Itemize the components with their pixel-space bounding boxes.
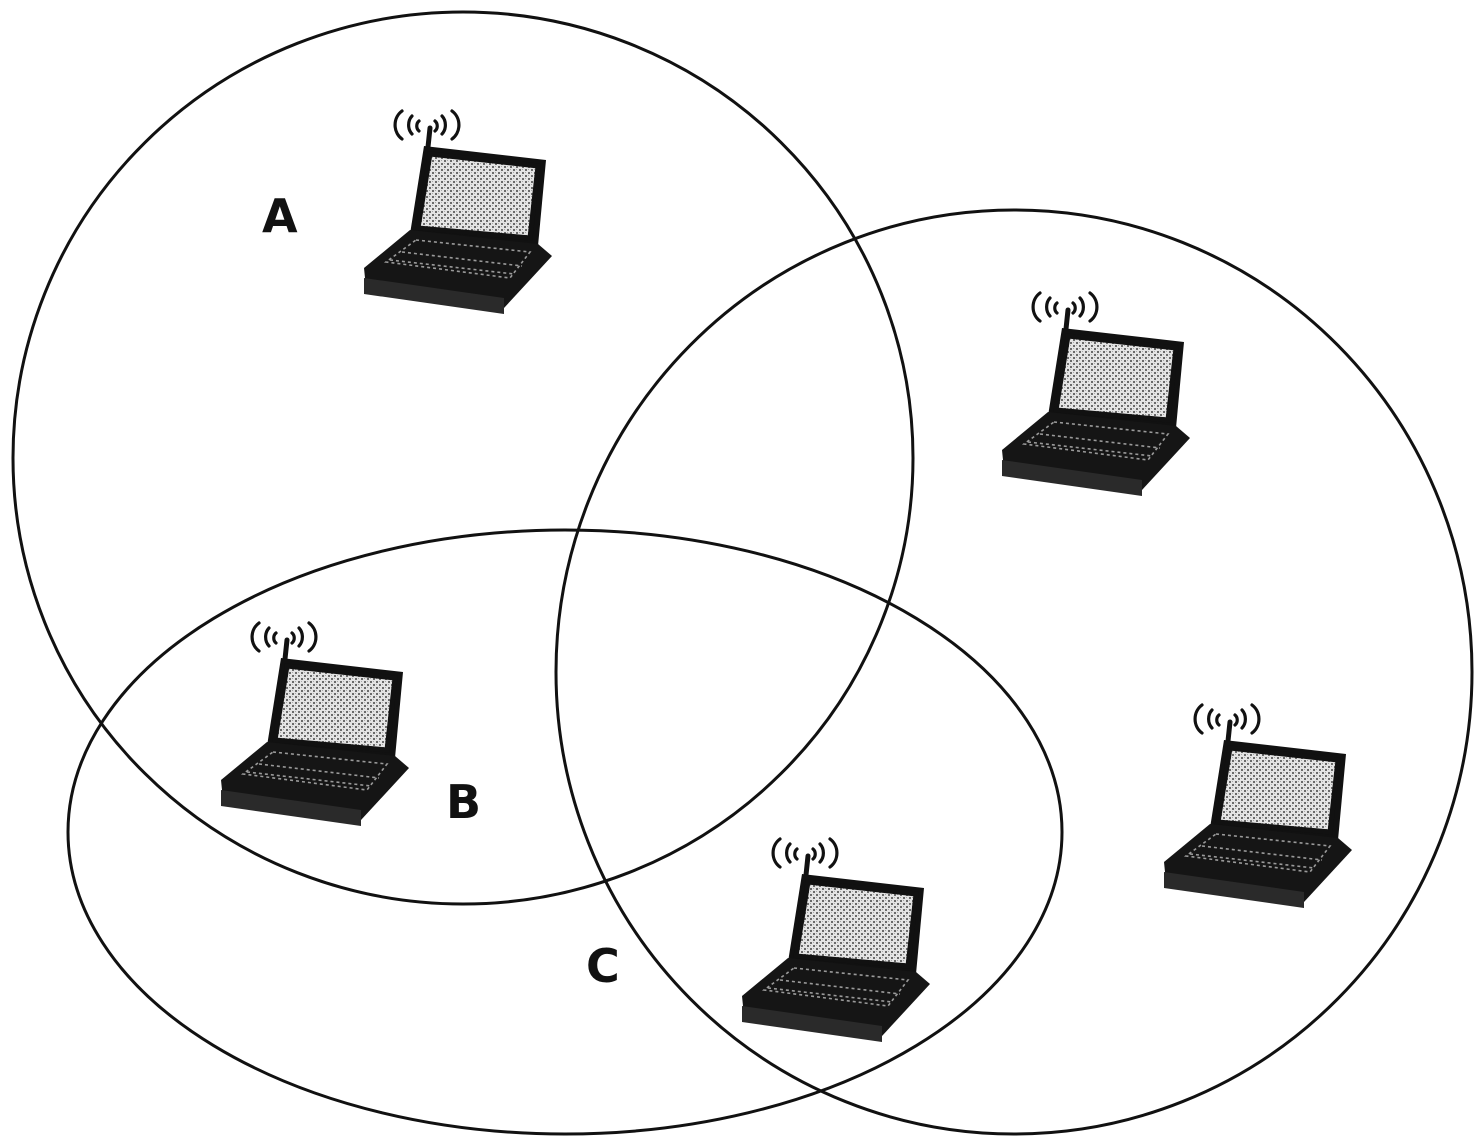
coverage-area-a: [11, 10, 915, 906]
wireless-laptop-icon: [364, 111, 552, 314]
wireless-laptop-icon: [221, 623, 409, 826]
wireless-laptop-icon: [1002, 293, 1190, 496]
wireless-laptop-icon: [742, 839, 930, 1042]
area-label-b: B: [446, 775, 481, 829]
coverage-area-b: [66, 528, 1064, 1136]
coverage-area-c: [554, 208, 1474, 1136]
wireless-laptop-icon: [1164, 705, 1352, 908]
area-label-c: C: [586, 939, 620, 993]
area-label-a: A: [262, 189, 298, 243]
